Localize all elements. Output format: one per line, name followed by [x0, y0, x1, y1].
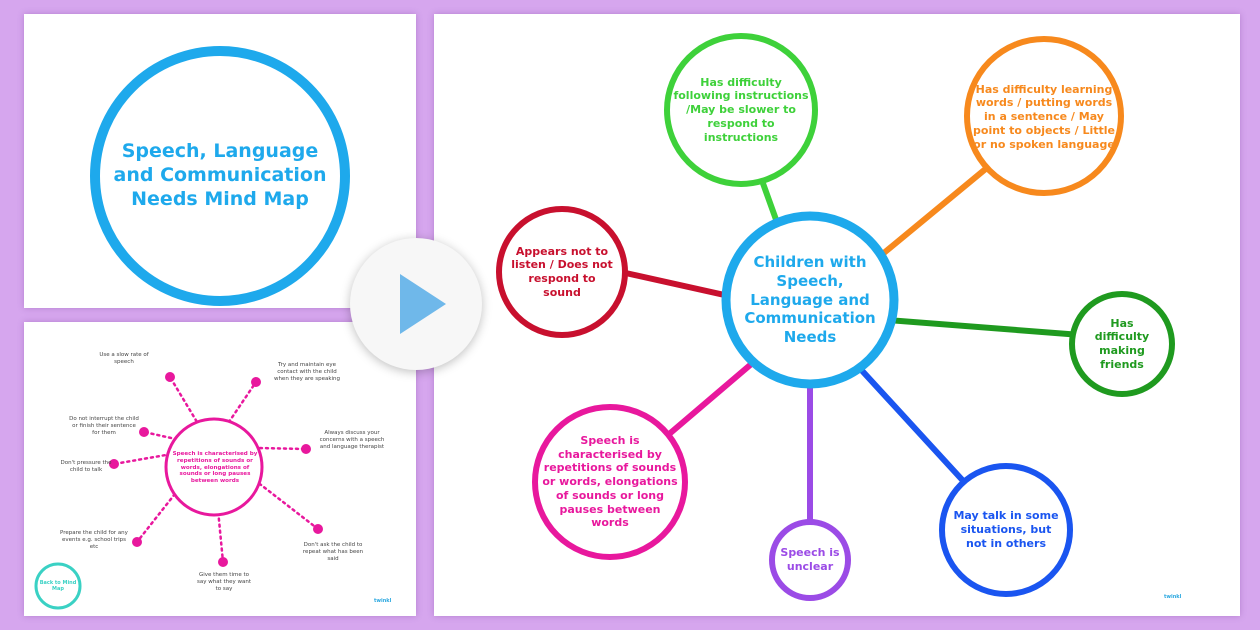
title-circle	[90, 46, 350, 306]
node-listen-text: Appears not to listen / Does not respond…	[511, 244, 613, 299]
detail-center-text: Speech is characterised by repetitions o…	[172, 450, 258, 485]
center-circle	[721, 211, 899, 389]
twinkl-logo: twinkl	[1164, 594, 1182, 600]
detail-mindmap-graphic	[34, 372, 323, 610]
tip-give-time: Give them time to say what they want to …	[196, 572, 252, 593]
back-button-circle	[34, 562, 82, 610]
node-instructions-circle	[664, 33, 818, 187]
tip-prepare-child: Prepare the child for any events e.g. sc…	[60, 530, 128, 551]
node-repetitions-text: Speech is characterised by repetitions o…	[542, 433, 678, 530]
tip-dots	[109, 372, 323, 567]
tip-dot	[109, 459, 119, 469]
tip-do-not-interrupt: Do not interrupt the child or finish the…	[69, 416, 139, 437]
node-friends-circle	[1069, 291, 1175, 397]
tip-eye-contact: Try and maintain eye contact with the ch…	[273, 362, 341, 383]
tip-dot	[313, 524, 323, 534]
node-unclear-circle	[769, 519, 851, 601]
node-situations-text: May talk in some situations, but not in …	[953, 509, 1059, 550]
node-listen-circle	[496, 206, 628, 338]
center-text: Children with Speech, Language and Commu…	[744, 253, 876, 347]
node-unclear-text: Speech is unclear	[780, 546, 840, 573]
node-repetitions-circle	[532, 404, 688, 560]
tip-dot	[251, 377, 261, 387]
play-icon	[400, 274, 446, 334]
twinkl-logo: twinkl	[374, 598, 392, 604]
tip-dont-ask-repeat: Don't ask the child to repeat what has b…	[302, 542, 364, 563]
title-slide-thumbnail[interactable]: Speech, Language and Communication Needs…	[24, 14, 416, 308]
play-button[interactable]	[350, 238, 482, 370]
tip-discuss-concerns: Always discuss your concerns with a spee…	[319, 430, 385, 451]
tip-slow-speech: Use a slow rate of speech	[99, 352, 149, 366]
tip-dont-pressure: Don't pressure the child to talk	[60, 460, 112, 474]
main-mindmap-graphic	[496, 33, 1175, 601]
node-learning-words-text: Has difficulty learning words / putting …	[973, 82, 1115, 151]
detail-center-circle	[164, 417, 264, 517]
mind-map-title: Speech, Language and Communication Needs…	[113, 140, 327, 210]
tip-dot	[132, 537, 142, 547]
tip-dot	[301, 444, 311, 454]
node-learning-words-circle	[964, 36, 1124, 196]
node-friends-text: Has difficulty making friends	[1094, 316, 1150, 371]
detail-slide-thumbnail[interactable]: Speech is characterised by repetitions o…	[24, 322, 416, 616]
tip-dot	[218, 557, 228, 567]
node-instructions-text: Has difficulty following instructions /M…	[673, 75, 809, 144]
main-slide: Has difficulty following instructions /M…	[434, 14, 1240, 616]
tip-dot	[139, 427, 149, 437]
node-situations-circle	[939, 463, 1073, 597]
back-to-mind-map-button[interactable]: Back to Mind Map	[39, 579, 77, 592]
title-circle-graphic	[90, 46, 350, 306]
tip-dot	[165, 372, 175, 382]
